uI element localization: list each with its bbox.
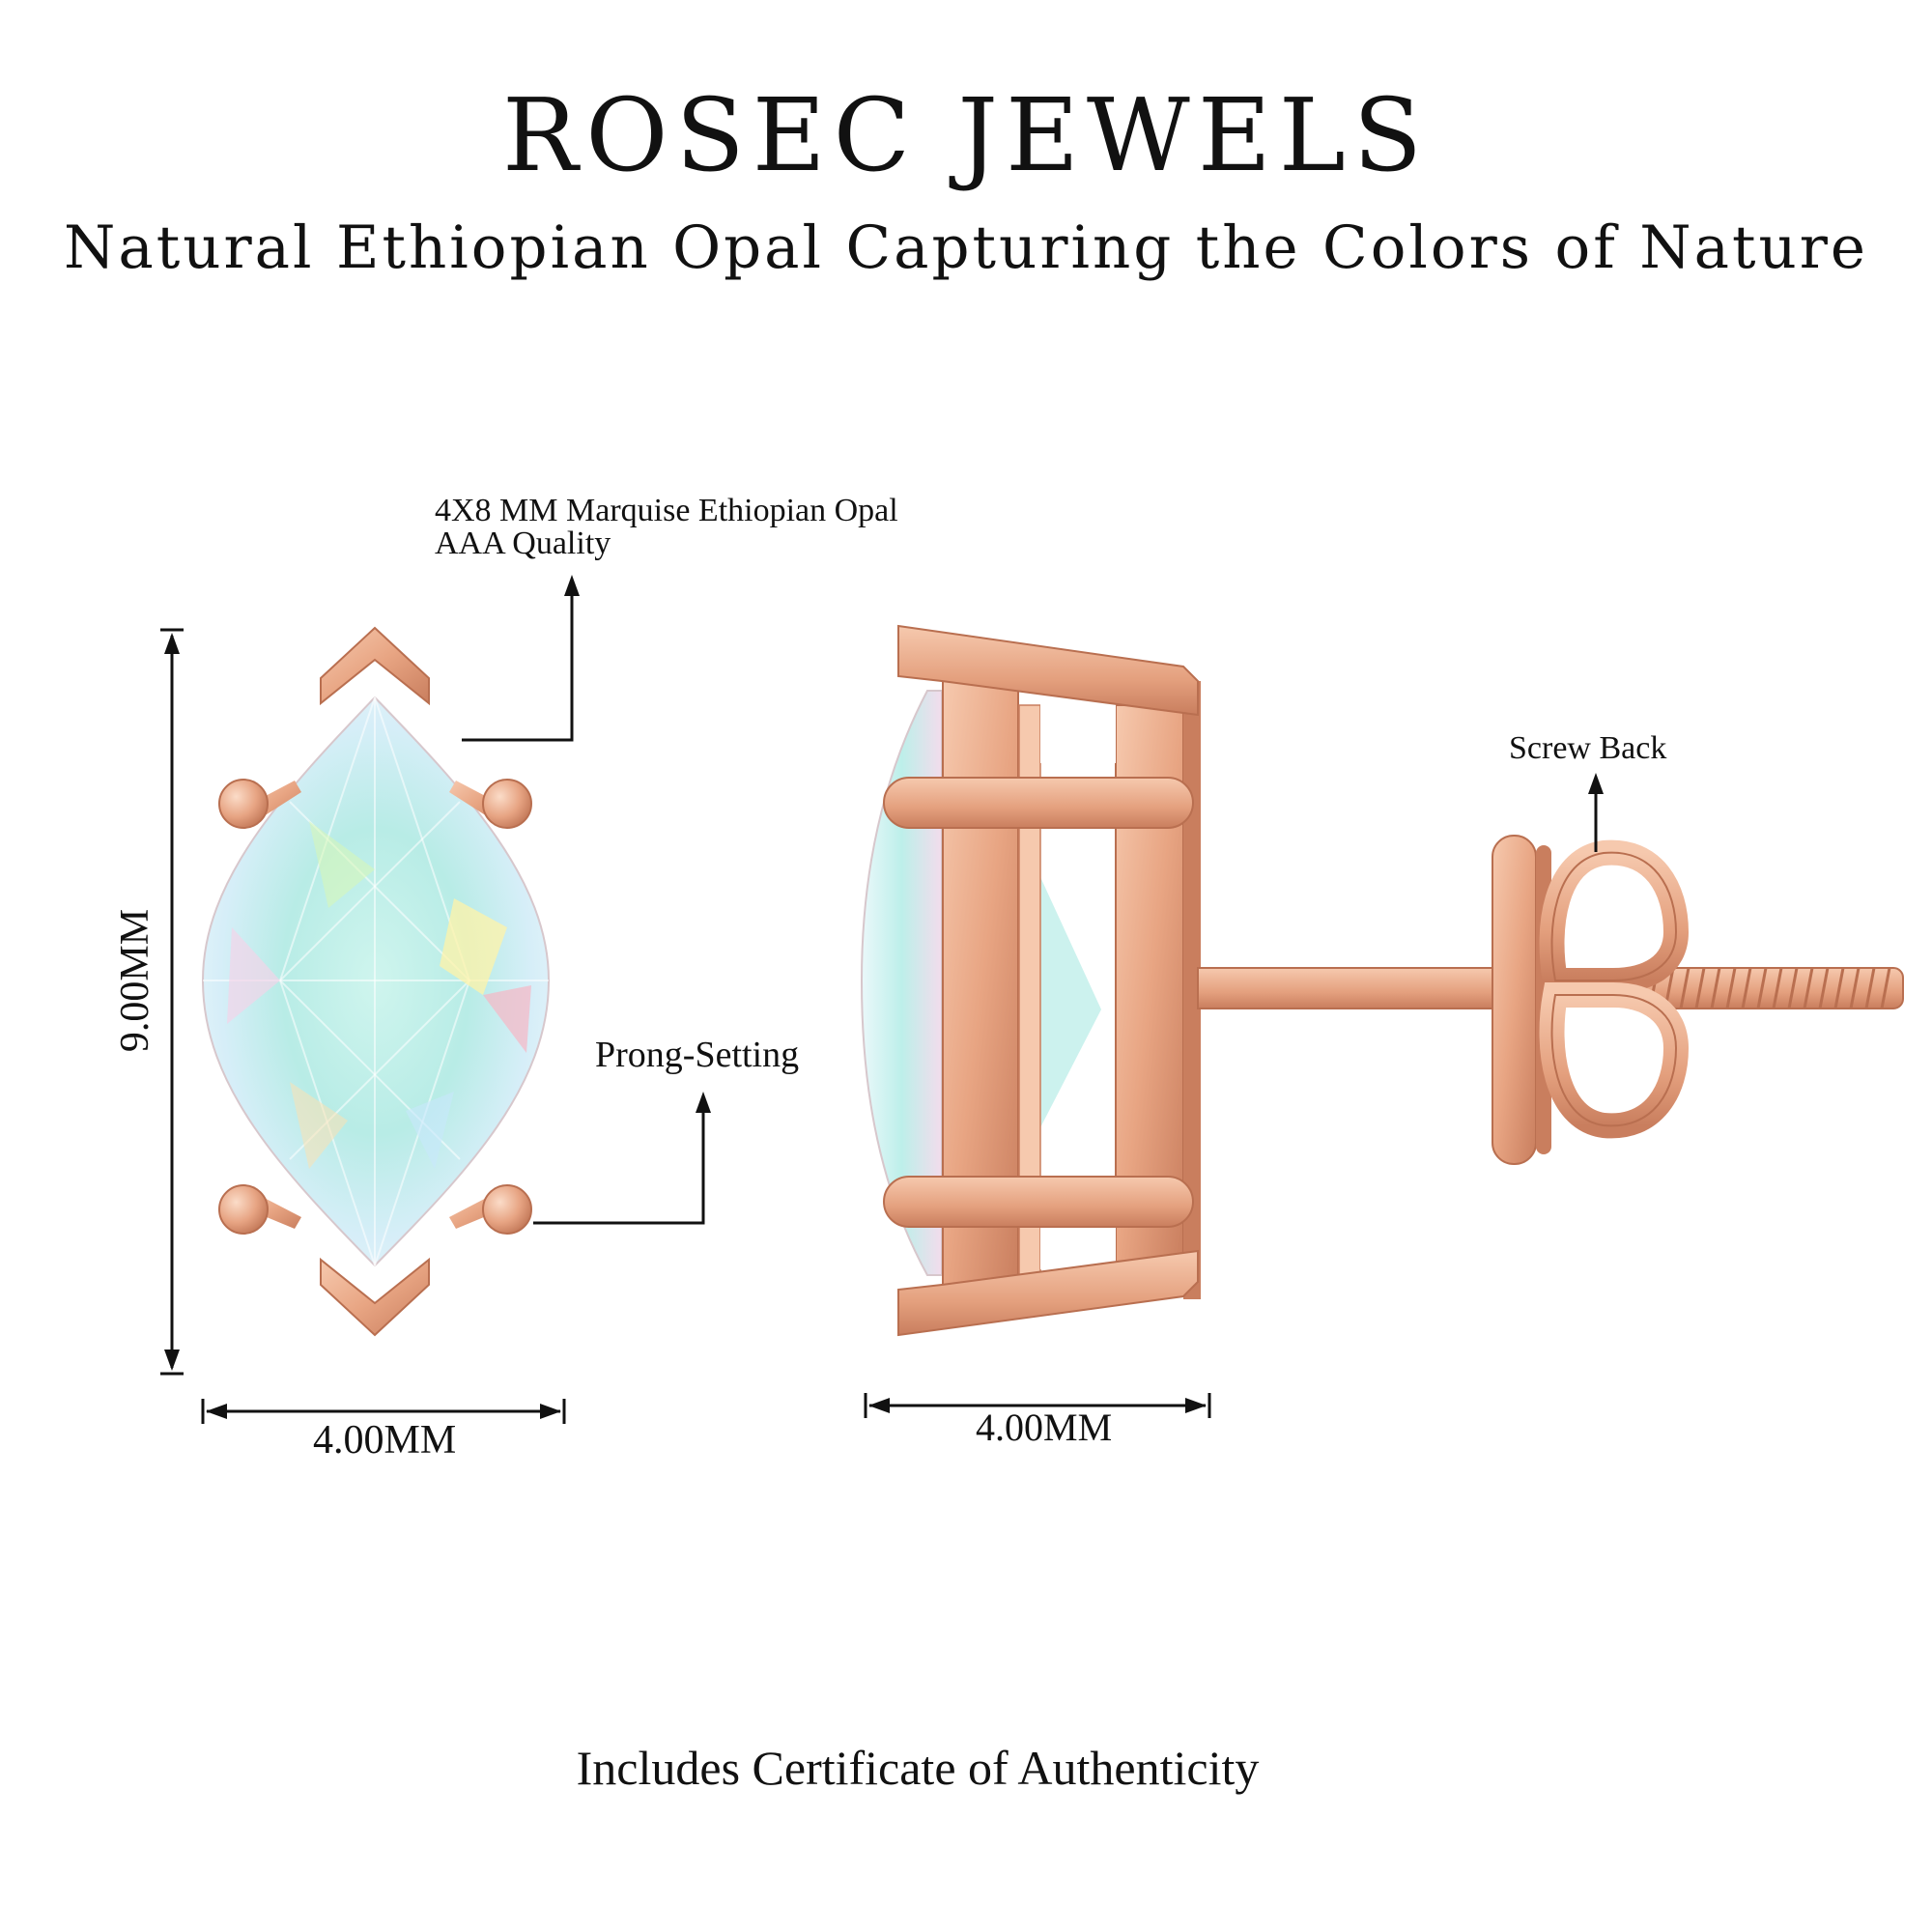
bottom-claw [897, 1249, 1199, 1337]
screw-back-label: Screw Back [1509, 730, 1667, 766]
certificate-note: Includes Certificate of Authenticity [576, 1741, 1260, 1795]
side-width-label: 4.00MM [976, 1406, 1113, 1449]
top-v-prong [320, 626, 430, 706]
brand-title: ROSEC JEWELS [501, 76, 1431, 194]
callout-lines [462, 589, 1598, 1225]
dimension-height [160, 628, 184, 1376]
opal-quality-text: AAA Quality [435, 526, 611, 561]
front-width-label: 4.00MM [313, 1418, 457, 1463]
screw-back-nut [1492, 835, 1690, 1165]
callout-arrowheads [564, 575, 1604, 1113]
top-claw [897, 624, 1199, 717]
side-prongs [218, 779, 532, 1235]
earring-post [1197, 967, 1508, 1009]
screw-thread [1622, 967, 1904, 1009]
tagline: Natural Ethiopian Opal Capturing the Col… [63, 213, 1868, 282]
height-dimension-text: 9.00MM [113, 908, 157, 1053]
lower-rail [883, 1176, 1194, 1228]
opal-callout-line [462, 589, 574, 742]
dimension-front-width [201, 1399, 566, 1424]
dimension-height-arrows [164, 633, 180, 1371]
upper-rail [883, 777, 1194, 829]
dimension-side-width [864, 1393, 1211, 1418]
bottom-v-prong [320, 1257, 430, 1337]
opal-callout-label: 4X8 MM Marquise Ethiopian Opal AAA Quali… [435, 495, 898, 560]
dimension-side-width-arrows [868, 1398, 1207, 1413]
side-view-earring [860, 624, 1904, 1337]
opal-spec-text: 4X8 MM Marquise Ethiopian Opal [435, 493, 898, 528]
prong-callout-line [533, 1106, 705, 1225]
dimension-front-width-arrows [206, 1404, 561, 1419]
opal-color-flashes [227, 821, 531, 1169]
front-view-earring [201, 626, 551, 1337]
prong-setting-label: Prong-Setting [595, 1035, 800, 1075]
